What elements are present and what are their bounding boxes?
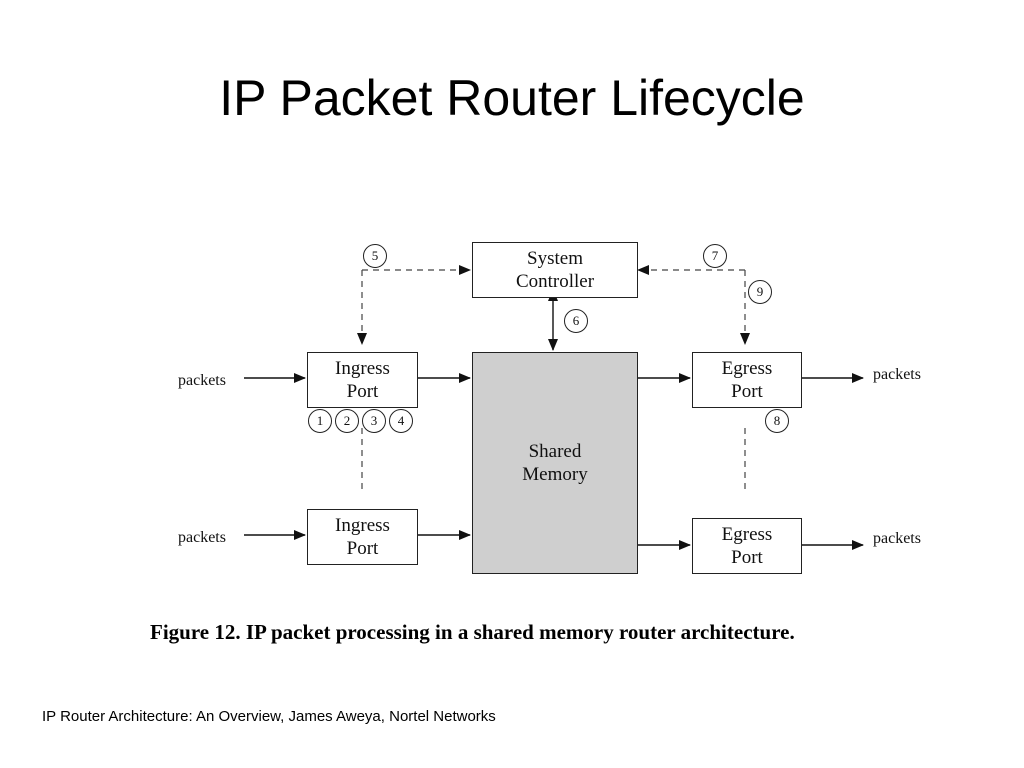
ingress-port-top-label-1: Ingress: [335, 358, 390, 379]
egress-port-bottom-label-2: Port: [731, 547, 763, 568]
step-6-circle: 6: [564, 309, 588, 333]
ingress-port-top-box: Ingress Port: [307, 352, 418, 408]
system-controller-label-1: System: [527, 248, 583, 269]
figure-caption: Figure 12. IP packet processing in a sha…: [150, 620, 795, 644]
step-2-circle: 2: [335, 409, 359, 433]
router-diagram: System Controller Shared Memory Ingress …: [160, 232, 960, 592]
packets-out-bottom-label: packets: [873, 530, 921, 547]
step-3-circle: 3: [362, 409, 386, 433]
diagram-connectors: [244, 265, 864, 550]
packets-in-top-label: packets: [178, 372, 226, 389]
step-5-circle: 5: [363, 244, 387, 268]
system-controller-label-2: Controller: [515, 271, 595, 292]
shared-memory-label-2: Memory: [522, 464, 588, 485]
packets-in-bottom-label: packets: [178, 529, 226, 546]
shared-memory-box: Shared Memory: [472, 352, 638, 574]
shared-memory-label-1: Shared: [528, 441, 582, 462]
step-1-circle: 1: [308, 409, 332, 433]
egress-port-bottom-box: Egress Port: [692, 518, 802, 574]
egress-port-bottom-label-1: Egress: [721, 524, 773, 545]
egress-port-top-label-2: Port: [731, 381, 763, 402]
system-controller-box: System Controller: [472, 242, 638, 298]
step-4-circle: 4: [389, 409, 413, 433]
packets-out-top-label: packets: [873, 366, 921, 383]
step-8-circle: 8: [765, 409, 789, 433]
source-citation: IP Router Architecture: An Overview, Jam…: [42, 708, 496, 725]
step-9-circle: 9: [748, 280, 772, 304]
ingress-port-top-label-2: Port: [346, 381, 379, 402]
egress-port-top-box: Egress Port: [692, 352, 802, 408]
step-7-circle: 7: [703, 244, 727, 268]
egress-port-top-label-1: Egress: [721, 358, 773, 379]
ingress-port-bottom-label-2: Port: [346, 538, 379, 559]
ingress-port-bottom-box: Ingress Port: [307, 509, 418, 565]
slide-title: IP Packet Router Lifecycle: [219, 70, 805, 126]
ingress-port-bottom-label-1: Ingress: [335, 515, 390, 536]
